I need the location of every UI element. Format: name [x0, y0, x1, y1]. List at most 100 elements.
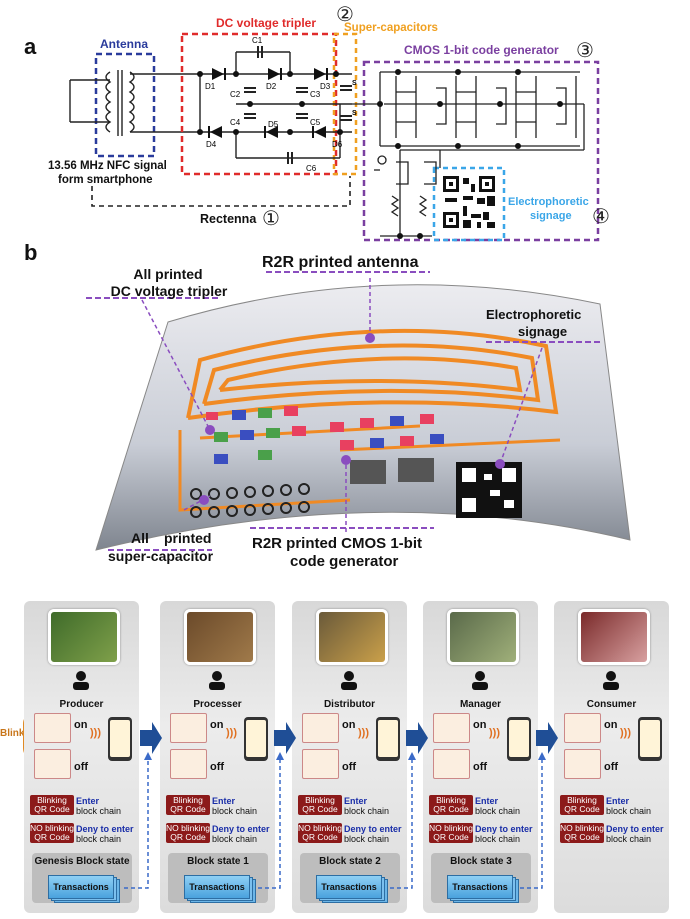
tag-off-image [564, 749, 601, 779]
nfc-wave-icon: ))) [358, 727, 369, 739]
diode-label-d1: D1 [205, 82, 216, 91]
nfc-wave-icon: ))) [489, 727, 500, 739]
off-label: off [74, 761, 89, 773]
b-tripler-line2: DC voltage tripler [110, 283, 228, 299]
b-cmos-line1: R2R printed CMOS 1-bit [252, 535, 423, 552]
on-label: on [604, 719, 618, 731]
flexible-device-illustration [86, 271, 631, 551]
cap-label-c4: C4 [230, 118, 241, 127]
role-icon [70, 669, 92, 691]
on-label: on [74, 719, 88, 731]
nfc-label-line2: form smartphone [58, 174, 153, 186]
on-label: on [342, 719, 356, 731]
transactions-stack: Transactions [447, 875, 513, 899]
off-label: off [210, 761, 225, 773]
tag-off-image [170, 749, 207, 779]
diode-label-d3: D3 [320, 82, 331, 91]
cap-label-c2: C2 [230, 90, 241, 99]
panel-b-letter: b [24, 240, 38, 265]
qr-code-signage-a [441, 174, 497, 230]
cmos-label: CMOS 1-bit code generator [404, 43, 559, 57]
tag-on-image [433, 713, 470, 743]
nfc-wave-icon: ))) [620, 727, 631, 739]
diode-label-d4: D4 [206, 140, 217, 149]
block-state-title: Block state 2 [319, 856, 381, 867]
cmos-number: ③ [576, 40, 594, 62]
tag-on-image [564, 713, 601, 743]
role-name: Consumer [586, 699, 637, 710]
b-supercap-line2: printed [164, 530, 212, 546]
off-label: off [604, 761, 619, 773]
cap-label-c6: C6 [306, 164, 317, 173]
role-name: Manager [459, 699, 502, 710]
stage-photo [447, 609, 519, 665]
stage-photo [48, 609, 120, 665]
flow-arrows [124, 722, 558, 889]
tag-off-image [433, 749, 470, 779]
on-label: on [210, 719, 224, 731]
block-state-box: Block state 2 Transactions [300, 853, 400, 903]
role-icon [206, 669, 228, 691]
role-icon [338, 669, 360, 691]
tag-off-image [34, 749, 71, 779]
role-icon [469, 669, 491, 691]
role-name: Producer [59, 699, 104, 710]
rectenna-label: Rectenna [200, 212, 257, 226]
b-tripler-line1: All printed [133, 266, 203, 282]
on-label: on [473, 719, 487, 731]
signage-label-line1: Electrophoretic [508, 196, 589, 208]
smartphone-icon [638, 717, 662, 761]
b-antenna-label: R2R printed antenna [262, 254, 419, 271]
b-cmos-line2: code generator [290, 553, 399, 570]
blink-label: Blink [0, 728, 25, 739]
diode-label-d6: D6 [332, 140, 343, 149]
tag-on-image [34, 713, 71, 743]
transactions-stack: Transactions [48, 875, 114, 899]
s-label-bottom: S [352, 110, 357, 117]
block-state-title: Block state 1 [187, 856, 249, 867]
tag-on-image [170, 713, 207, 743]
cap-label-c3: C3 [310, 90, 321, 99]
nfc-wave-icon: ))) [226, 727, 237, 739]
b-signage-line1: Electrophoretic [486, 307, 582, 322]
stage-photo [184, 609, 256, 665]
panel-a-letter: a [24, 34, 37, 59]
tag-off-image [302, 749, 339, 779]
diode-label-d5: D5 [268, 120, 279, 129]
role-name: Distributor [323, 699, 376, 710]
circuit-schematic [69, 32, 600, 242]
cap-label-c1: C1 [252, 36, 263, 45]
block-state-title: Genesis Block state [34, 856, 130, 867]
b-signage-line2: signage [518, 324, 568, 339]
tripler-label: DC voltage tripler [216, 16, 317, 30]
smartphone-icon [507, 717, 531, 761]
stage-photo [578, 609, 650, 665]
smartphone-icon [376, 717, 400, 761]
block-state-box: Block state 1 Transactions [168, 853, 268, 903]
supercap-number: ② [336, 4, 354, 26]
b-supercap-line3: super-capacitor [108, 548, 214, 564]
diode-label-d2: D2 [266, 82, 277, 91]
antenna-label: Antenna [100, 37, 148, 51]
signage-number: ④ [592, 206, 610, 228]
